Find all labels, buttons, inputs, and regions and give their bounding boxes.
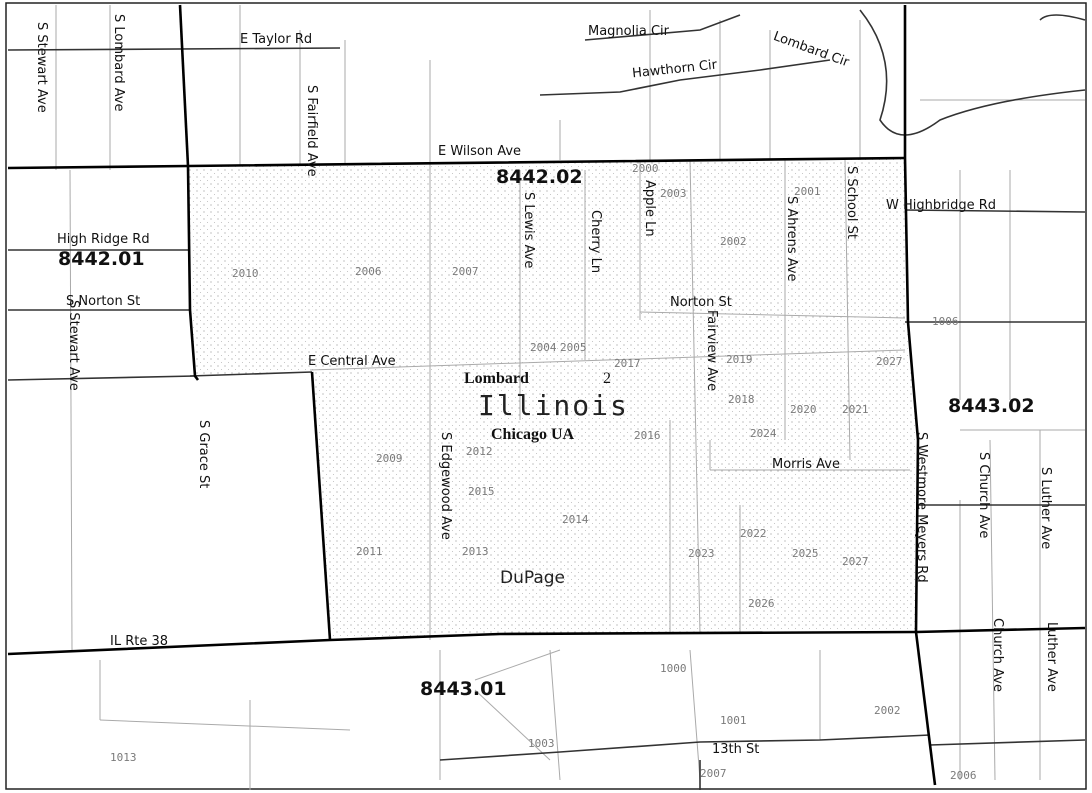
block-label: 2010 [232, 267, 259, 280]
block-label: 2024 [750, 427, 777, 440]
block-label: 2003 [660, 187, 687, 200]
block-label: 2006 [355, 265, 382, 278]
road-label-s-westmore: S Westmore Meyers Rd [914, 432, 929, 583]
block-label: 2011 [356, 545, 383, 558]
road-label-s-stewart-top: S Stewart Ave [34, 22, 49, 113]
state-label-illinois: Illinois [478, 389, 629, 422]
block-label: 1006 [932, 315, 959, 328]
road-label-s-church: S Church Ave [976, 452, 991, 539]
block-label: 2023 [688, 547, 715, 560]
road-label-s-school: S School St [844, 166, 859, 240]
road-label-high-ridge: High Ridge Rd [57, 232, 150, 247]
road-label-s-lewis: S Lewis Ave [521, 192, 536, 269]
block-label: 2019 [726, 353, 753, 366]
road-label-il-rte38: IL Rte 38 [110, 634, 169, 649]
road-label-s-edgewood: S Edgewood Ave [438, 432, 453, 540]
block-label: 2026 [748, 597, 775, 610]
block-label: 2001 [794, 185, 821, 198]
tract-label-8442-01: 8442.01 [58, 248, 145, 270]
block-label: 2007 [452, 265, 479, 278]
block-label: 2017 [614, 357, 641, 370]
road-label-fairview: Fairview Ave [704, 310, 719, 392]
road-label-morris: Morris Ave [772, 457, 840, 472]
place-code-label: 2 [603, 370, 611, 387]
road-label-w-highbridge: W Highbridge Rd [886, 198, 996, 213]
block-label: 1000 [660, 662, 687, 675]
road-label-apple: Apple Ln [642, 180, 657, 237]
block-label: 2002 [720, 235, 747, 248]
road-label-e-central: E Central Ave [308, 354, 396, 369]
road-label-13th: 13th St [712, 742, 760, 757]
road-label-s-lombard: S Lombard Ave [111, 14, 126, 112]
block-label: 2027 [842, 555, 869, 568]
block-label: 2020 [790, 403, 817, 416]
road-label-e-wilson: E Wilson Ave [438, 144, 522, 159]
block-label: 2025 [792, 547, 819, 560]
tract-label-8442-02: 8442.02 [496, 166, 583, 188]
block-label: 2012 [466, 445, 493, 458]
road-label-s-ahrens: S Ahrens Ave [784, 196, 799, 282]
block-label: 2002 [874, 704, 901, 717]
block-label: 1003 [528, 737, 555, 750]
block-label: 2018 [728, 393, 755, 406]
road-label-s-grace: S Grace St [196, 420, 211, 489]
local-roads [7, 9, 1086, 790]
block-label: 2021 [842, 403, 869, 416]
tract-boundaries [7, 4, 1086, 786]
block-label: 2022 [740, 527, 767, 540]
block-lines [20, 5, 1085, 790]
urban-area-label: Chicago UA [491, 426, 575, 443]
block-label: 2016 [634, 429, 661, 442]
block-label: 2015 [468, 485, 495, 498]
road-label-magnolia: Magnolia Cir [588, 24, 669, 39]
tract-label-8443-01: 8443.01 [420, 678, 507, 700]
block-label: 2009 [376, 452, 403, 465]
block-label: 2006 [950, 769, 977, 782]
road-label-church: Church Ave [990, 618, 1005, 692]
map-frame [5, 2, 1087, 790]
block-label: 2014 [562, 513, 589, 526]
county-label-dupage: DuPage [500, 568, 566, 588]
place-label-lombard: Lombard [464, 370, 529, 387]
road-label-cherry: Cherry Ln [588, 210, 603, 274]
block-label: 2004 [530, 341, 557, 354]
block-label: 2027 [876, 355, 903, 368]
block-label: 1001 [720, 714, 747, 727]
road-label-s-norton: S Norton St [66, 294, 141, 309]
block-label: 2007 [700, 767, 727, 780]
road-label-luther: Luther Ave [1044, 622, 1059, 692]
block-label: 2005 [560, 341, 587, 354]
road-label-s-stewart-mid: S Stewart Ave [66, 300, 81, 391]
road-label-s-luther: S Luther Ave [1038, 467, 1053, 550]
road-label-norton: Norton St [670, 295, 732, 310]
road-label-e-taylor: E Taylor Rd [240, 32, 313, 47]
tract-8442-02-area [188, 158, 918, 640]
block-label: 1013 [110, 751, 137, 764]
road-label-s-fairfield: S Fairfield Ave [304, 85, 319, 177]
block-label: 2013 [462, 545, 489, 558]
tract-label-8443-02: 8443.02 [948, 395, 1035, 417]
block-label: 2000 [632, 162, 659, 175]
